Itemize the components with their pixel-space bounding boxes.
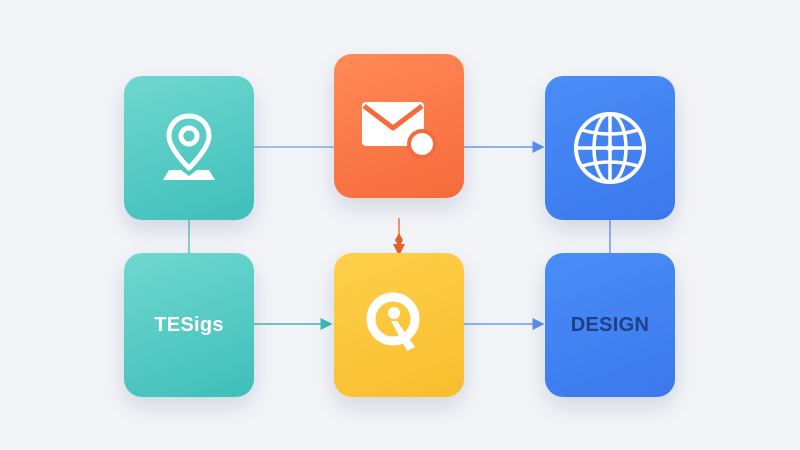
mail-node[interactable] xyxy=(334,54,464,198)
location-node[interactable] xyxy=(124,76,254,220)
design-node[interactable]: DESIGN xyxy=(545,253,675,397)
envelope-icon xyxy=(362,102,437,159)
tesigs-label: TESigs xyxy=(154,313,224,336)
tesigs-node[interactable]: TESigs xyxy=(124,253,254,397)
edge-mail-search-diamond xyxy=(395,233,403,247)
location-pin-icon xyxy=(163,113,215,180)
globe-icon xyxy=(574,112,646,184)
design-label: DESIGN xyxy=(570,313,650,336)
search-node[interactable] xyxy=(334,253,464,397)
search-icon xyxy=(366,292,420,351)
globe-node[interactable] xyxy=(545,76,675,220)
